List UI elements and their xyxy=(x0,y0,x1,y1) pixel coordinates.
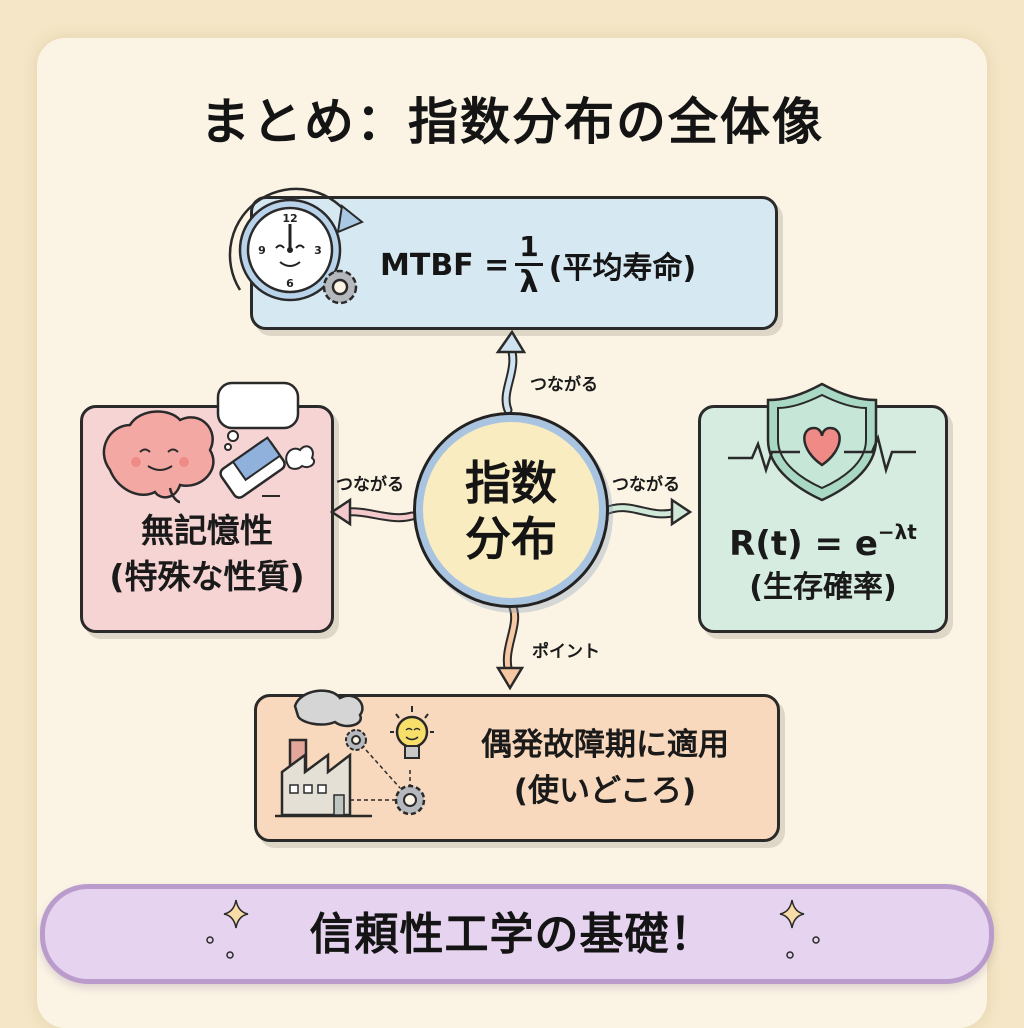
usage-title: 偶発故障期に適用 xyxy=(481,727,729,763)
gear-icon-small xyxy=(345,729,367,751)
clock-icon: 12 3 6 9 xyxy=(228,187,364,302)
sparkle-icon xyxy=(779,899,820,959)
svg-text:6: 6 xyxy=(286,277,294,290)
connector-left-arrow xyxy=(329,497,417,527)
connector-bottom-arrow xyxy=(495,600,525,691)
mtbf-numerator: 1 xyxy=(515,232,543,266)
mtbf-formula: MTBF = 1 λ (平均寿命) xyxy=(380,225,696,305)
usage-note: (使いどころ) xyxy=(513,773,697,809)
mtbf-fraction: 1 λ xyxy=(515,232,543,300)
sparkle-icon xyxy=(206,899,249,959)
page-title: まとめ：指数分布の全体像 xyxy=(200,93,824,151)
svg-text:12: 12 xyxy=(282,212,297,225)
conclusion-banner xyxy=(40,884,994,984)
reliability-text: R(t) = e−λt (生存確率) xyxy=(698,510,948,610)
gear-icon xyxy=(322,269,358,305)
reliability-formula-base: R(t) = e xyxy=(729,524,878,564)
lightbulb-icon xyxy=(390,706,434,759)
heart-icon xyxy=(803,426,841,467)
heartbeat-icon xyxy=(728,434,916,475)
gear-icon-large xyxy=(350,749,426,816)
reliability-note: (生存確率) xyxy=(749,570,897,605)
connector-top-label: つながる xyxy=(530,375,598,395)
connector-right-label: つながる xyxy=(612,475,680,495)
brain-icon xyxy=(102,410,215,504)
thought-bubble-icon xyxy=(216,381,300,451)
hub-circle xyxy=(413,412,609,608)
connector-left-label: つながる xyxy=(336,475,404,495)
hub-label: 指数 分布 xyxy=(413,455,609,567)
mtbf-note: (平均寿命) xyxy=(548,251,697,286)
reliability-formula-exponent: −λt xyxy=(877,520,917,544)
memoryless-title: 無記憶性 xyxy=(141,511,273,550)
factory-icon xyxy=(275,689,372,818)
connector-top-arrow xyxy=(495,329,527,415)
connector-bottom-label: ポイント xyxy=(532,642,600,662)
hub-label-line1: 指数 xyxy=(465,456,557,510)
mtbf-lhs: MTBF = xyxy=(380,247,510,283)
mtbf-denominator: λ xyxy=(519,264,539,300)
reliability-formula: R(t) = e−λt xyxy=(698,510,948,566)
banner-text: 信頼性工学の基礎！ xyxy=(309,909,715,960)
memoryless-note: (特殊な性質) xyxy=(109,557,305,596)
eraser-icon xyxy=(219,436,286,499)
dust-cloud-icon xyxy=(285,445,316,470)
hub-label-line2: 分布 xyxy=(465,512,557,566)
svg-text:9: 9 xyxy=(258,244,266,257)
connector-right-arrow xyxy=(601,497,693,527)
memoryless-text: 無記憶性 (特殊な性質) xyxy=(80,508,334,600)
usage-text: 偶発故障期に適用 (使いどころ) xyxy=(440,722,770,814)
svg-text:3: 3 xyxy=(314,244,322,257)
